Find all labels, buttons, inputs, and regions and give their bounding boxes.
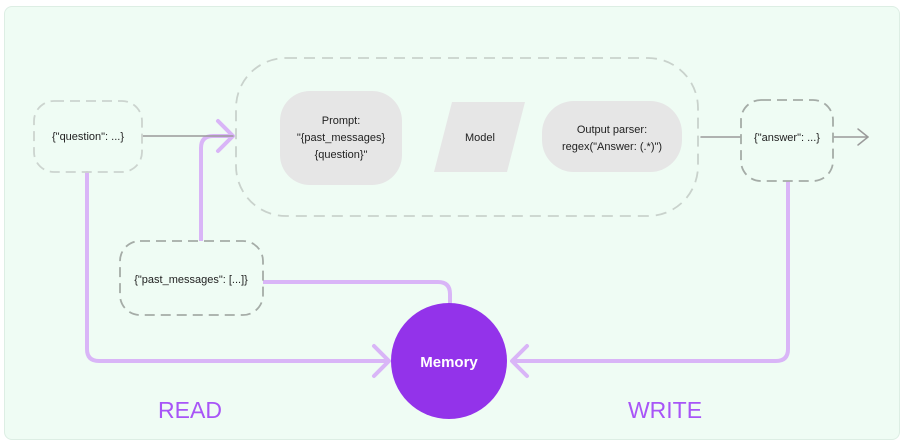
model-node: Model — [434, 102, 525, 172]
answer-node: {"answer": ...} — [740, 99, 834, 182]
prompt-node: Prompt: "{past_messages} {question}" — [280, 91, 402, 185]
chain-container — [235, 57, 699, 217]
past-messages-to-memory-path — [261, 280, 452, 318]
question-node-label: {"question": ...} — [52, 131, 124, 143]
past-messages-node-label: {"past_messages": [...]} — [134, 274, 248, 286]
write-arrowhead — [510, 344, 529, 378]
prompt-node-line3: {question}" — [315, 149, 368, 161]
write-path-answer-to-memory — [511, 179, 790, 363]
question-node: {"question": ...} — [33, 100, 143, 173]
output-arrowhead — [857, 128, 869, 146]
output-parser-node: Output parser: regex("Answer: (.*)") — [542, 101, 682, 172]
read-arrowhead — [372, 344, 391, 378]
prompt-node-line2: "{past_messages} — [297, 132, 386, 144]
past-messages-node: {"past_messages": [...]} — [119, 240, 264, 316]
read-label: READ — [158, 397, 222, 423]
memory-node-label: Memory — [420, 354, 478, 371]
model-node-label: Model — [465, 132, 495, 144]
write-label: WRITE — [628, 397, 702, 423]
answer-node-label: {"answer": ...} — [754, 132, 820, 144]
prompt-node-line1: Prompt: — [322, 115, 361, 127]
output-parser-node-line2: regex("Answer: (.*)") — [562, 141, 662, 153]
past-messages-to-prompt-path — [199, 134, 233, 243]
read-path-question-to-memory — [85, 171, 390, 363]
output-parser-node-line1: Output parser: — [577, 124, 647, 136]
memory-node: Memory — [391, 303, 507, 419]
